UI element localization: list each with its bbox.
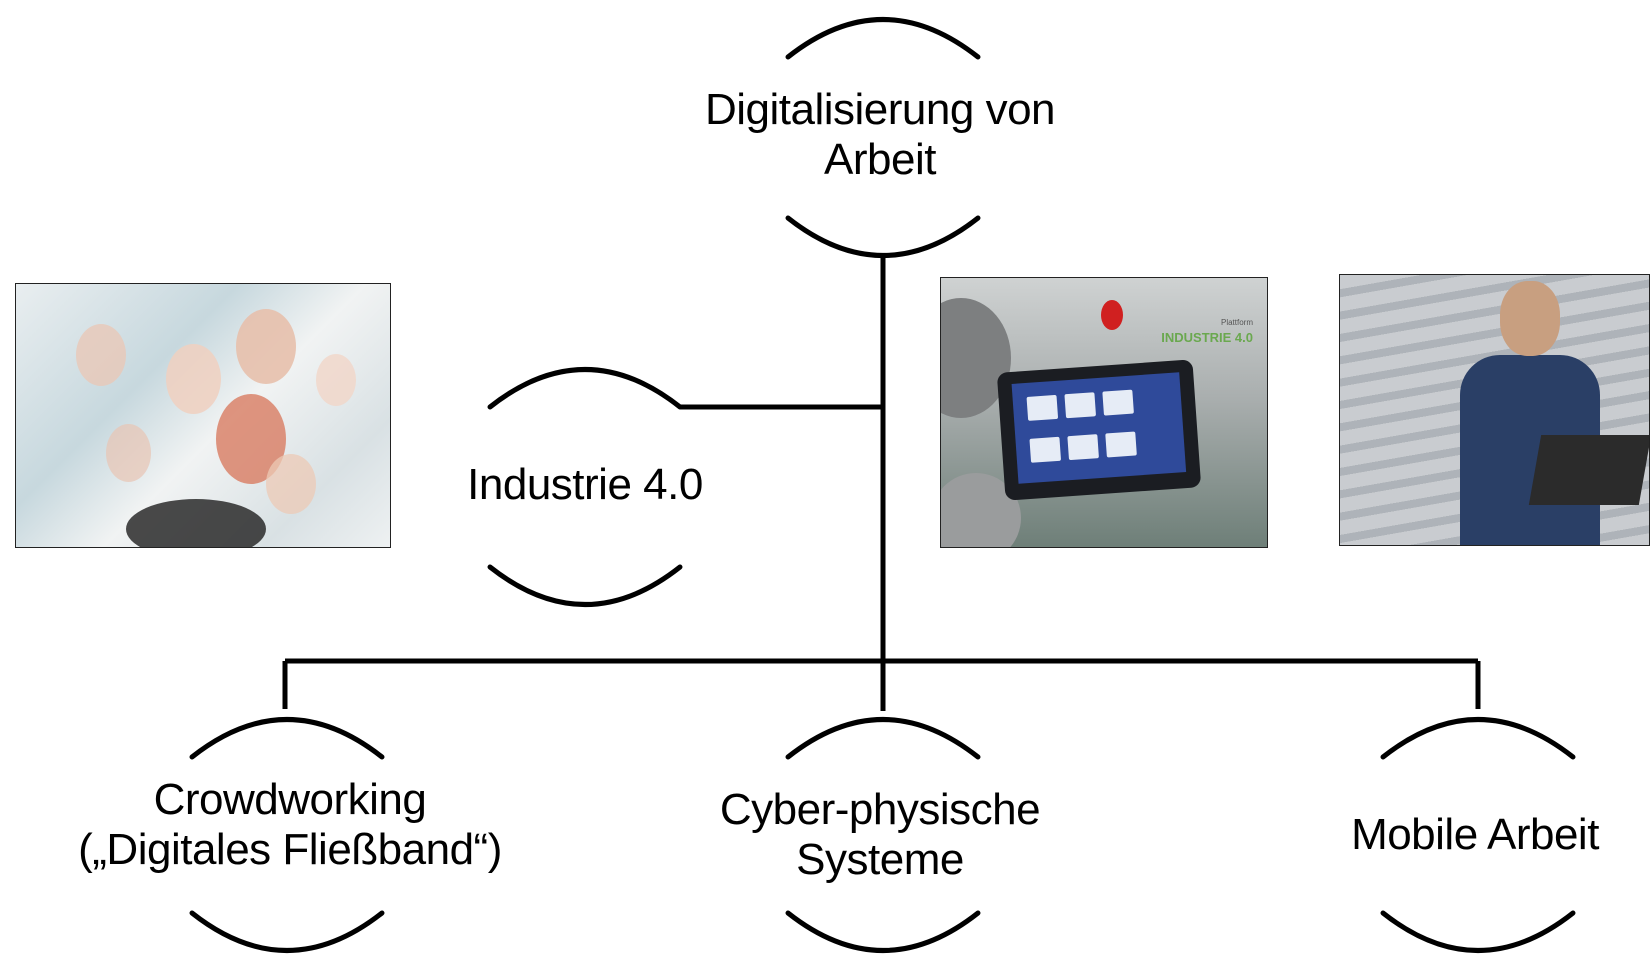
platform-logo-small-text: Plattform: [1220, 318, 1253, 327]
industrie-node-bottom-arc: [487, 564, 683, 607]
crowdworking-node-label: Crowdworking („Digitales Fließband“): [20, 775, 560, 875]
person-head: [1500, 281, 1560, 356]
crowdworking-photo: [15, 283, 391, 548]
app-tile: [1029, 436, 1062, 463]
root-node-top-arc: [785, 17, 981, 60]
cps-label-line1: Cyber-physische: [719, 785, 1041, 834]
face-shape: [166, 344, 221, 414]
face-shape: [316, 354, 356, 406]
platform-logo-text: INDUSTRIE 4.0: [1161, 330, 1253, 345]
root-node-label: Digitalisierung von Arbeit: [640, 85, 1120, 185]
industrie-node-label: Industrie 4.0: [420, 460, 750, 510]
crowd-node-top-arc: [189, 717, 385, 760]
app-tile: [1105, 431, 1137, 458]
mobile-work-photo: [1339, 274, 1650, 546]
red-tag-shape: [1101, 300, 1123, 330]
root-label-line2: Arbeit: [824, 135, 936, 184]
face-shape: [106, 424, 151, 482]
laptop-device: [1528, 435, 1649, 505]
crowd-label-line1: Crowdworking: [153, 775, 427, 824]
app-tile: [1067, 434, 1099, 461]
root-node-bottom-arc: [785, 215, 981, 258]
tablet-screen: [1011, 372, 1187, 484]
tablet-device: [996, 359, 1202, 501]
industrie-label: Industrie 4.0: [467, 460, 703, 509]
mobile-node-top-arc: [1380, 717, 1576, 760]
face-shape: [266, 454, 316, 514]
shadow-shape: [126, 499, 266, 547]
crowd-label-line2: („Digitales Fließband“): [78, 825, 502, 874]
cps-label-line2: Systeme: [796, 835, 964, 884]
mobile-node-label: Mobile Arbeit: [1300, 810, 1650, 860]
cps-node-top-arc: [785, 717, 981, 760]
app-tile: [1026, 394, 1059, 421]
industrie-node-top-arc: [487, 367, 683, 410]
face-shape: [76, 324, 126, 386]
cps-node-bottom-arc: [785, 910, 981, 953]
face-shape: [236, 309, 296, 384]
root-label-line1: Digitalisierung von: [704, 85, 1056, 134]
app-tile: [1064, 392, 1097, 419]
cps-node-label: Cyber-physische Systeme: [650, 785, 1110, 885]
mobile-label-line1: Mobile Arbeit: [1351, 810, 1599, 859]
app-tile: [1102, 389, 1134, 416]
mobile-node-bottom-arc: [1380, 910, 1576, 953]
crowd-node-bottom-arc: [189, 910, 385, 953]
cyber-physical-systems-photo: Plattform INDUSTRIE 4.0: [940, 277, 1268, 548]
